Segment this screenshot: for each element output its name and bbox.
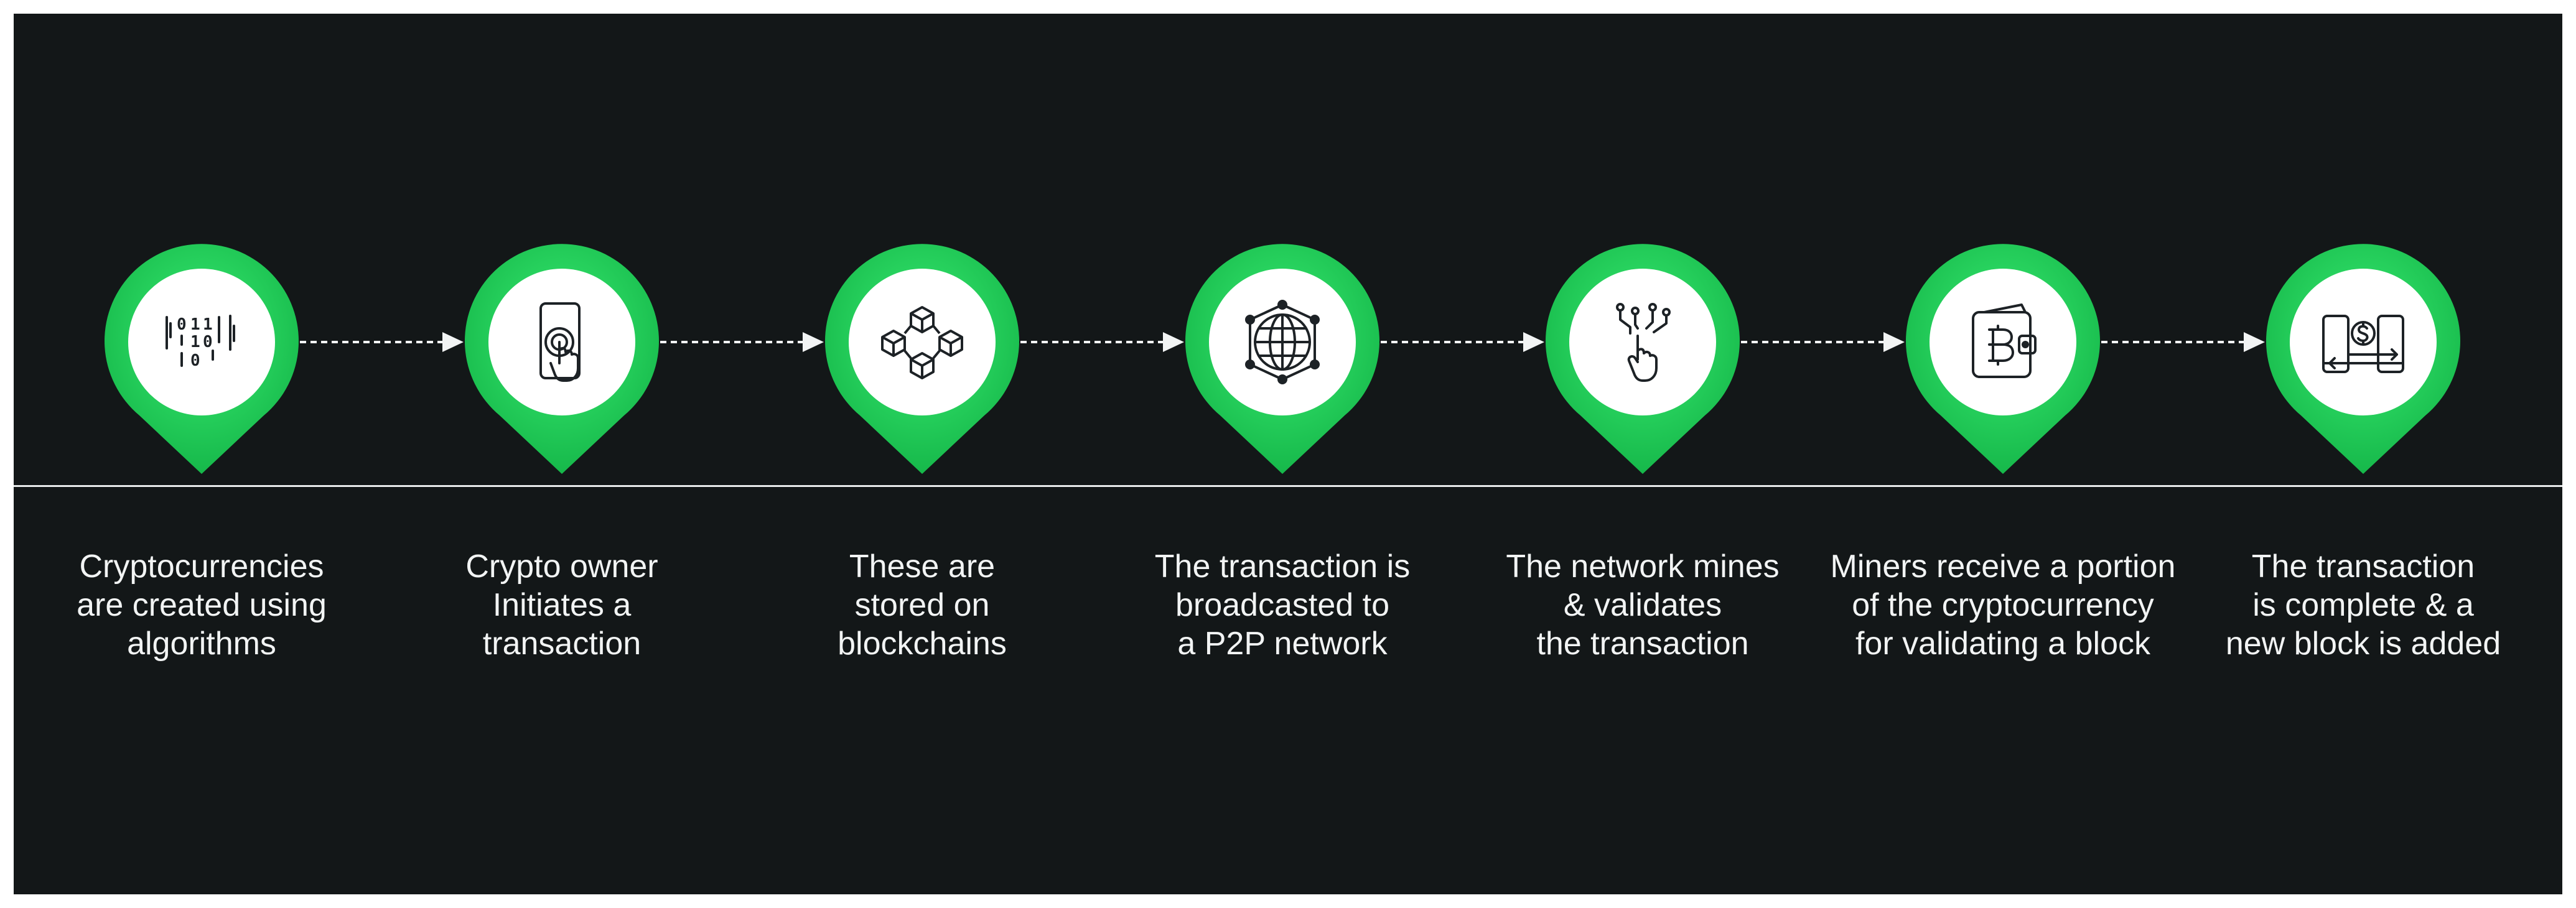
step-description-line: transaction (482, 626, 642, 662)
step-pin (462, 243, 661, 476)
step-description-line: The transaction is (1154, 549, 1411, 585)
step-description-line: Cryptocurrencies (79, 549, 324, 585)
step-pin (1543, 243, 1742, 476)
step-description-line: algorithms (127, 626, 276, 662)
step-description-line: These are (849, 549, 996, 585)
step-description-line: Crypto owner (465, 549, 658, 585)
step-description-line: Initiates a (492, 587, 632, 623)
step-connector-arrow (300, 332, 464, 352)
step-description-line: is complete & a (2252, 587, 2474, 623)
step-description-line: stored on (854, 587, 990, 623)
step-description-line: are created using (77, 587, 327, 623)
svg-text:1: 1 (190, 315, 200, 334)
step-description-line: of the cryptocurrency (1852, 587, 2154, 623)
step-connector-arrow (1741, 332, 1905, 352)
svg-text:1: 1 (203, 315, 213, 334)
step-connector-arrow (660, 332, 824, 352)
svg-text:0: 0 (190, 351, 200, 370)
step-connector-arrow (1381, 332, 1544, 352)
globe-network-icon (1239, 299, 1326, 386)
step-description-line: new block is added (2225, 626, 2501, 662)
binary-code-icon: 0 1 1 0 1 0 (158, 299, 245, 386)
svg-text:0: 0 (177, 315, 187, 334)
step-pin (2264, 243, 2463, 476)
step-description-line: broadcasted to (1175, 587, 1390, 623)
blockchain-cubes-icon (879, 299, 966, 386)
step-pin (1183, 243, 1382, 476)
map-pin-marker (1546, 244, 1740, 474)
map-pin-marker (105, 244, 299, 474)
step-connector-arrow (1020, 332, 1184, 352)
svg-text:1: 1 (190, 333, 200, 351)
step-pin (1903, 243, 2102, 476)
bitcoin-wallet-icon (1959, 299, 2046, 386)
timeline-divider (14, 485, 2562, 487)
map-pin-marker (465, 244, 659, 474)
step-description-line: blockchains (838, 626, 1007, 662)
step-description-line: The network mines (1506, 549, 1780, 585)
step-connector-arrow (2101, 332, 2265, 352)
map-pin-marker (825, 244, 1019, 474)
step-pin: 0 1 1 0 1 0 (102, 243, 301, 476)
step-pin (823, 243, 1022, 476)
step-description-line: & validates (1563, 587, 1722, 623)
step-description-line: Miners receive a portion (1830, 549, 2176, 585)
step-description-line: The transaction (2251, 549, 2475, 585)
step-description-line: a P2P network (1177, 626, 1388, 662)
map-pin-marker (1906, 244, 2100, 474)
svg-text:0: 0 (203, 333, 213, 351)
step-description-line: the transaction (1536, 626, 1749, 662)
dollar-transfer-icon (2320, 299, 2407, 386)
step-description-line: for validating a block (1855, 626, 2151, 662)
phone-tap-icon (518, 299, 605, 386)
hand-circuit-icon (1599, 299, 1686, 386)
